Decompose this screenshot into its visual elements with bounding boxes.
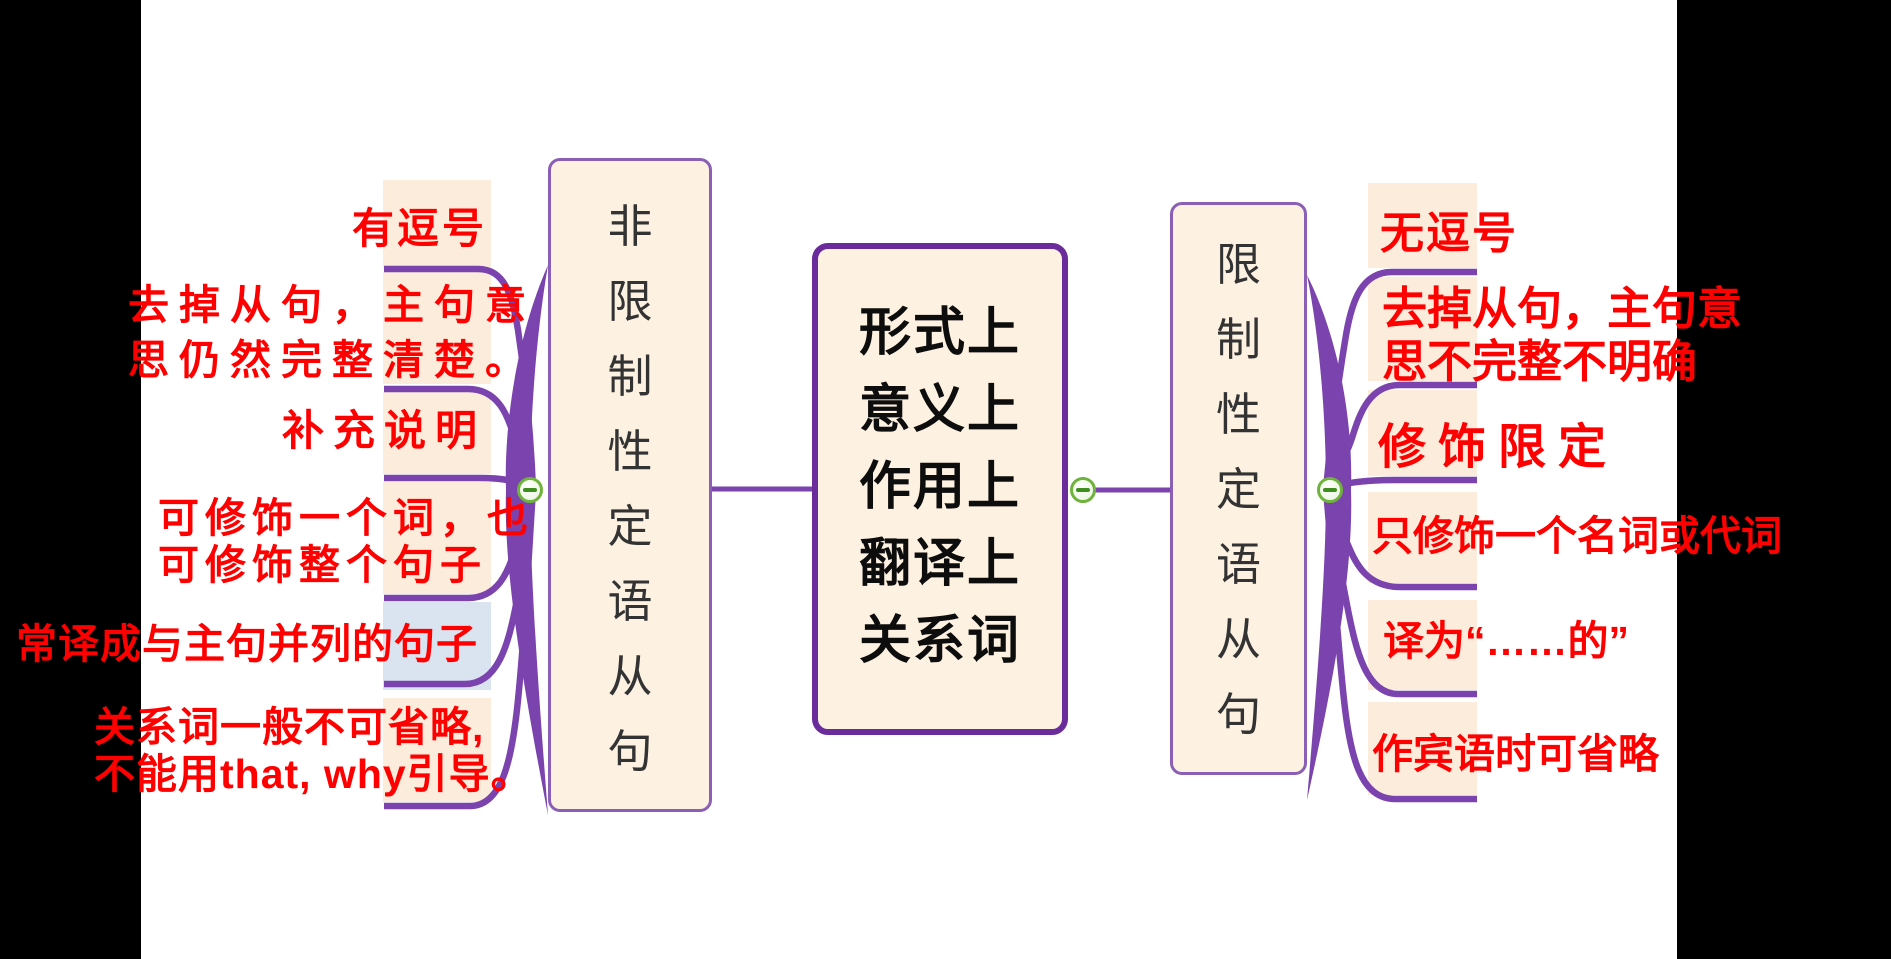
right-item-modify-noun-pronoun[interactable]: 只修饰一个名词或代词 <box>1372 513 1782 559</box>
right-strip-4 <box>1368 492 1477 583</box>
collapse-minus-icon-left[interactable] <box>517 477 543 503</box>
collapse-minus-icon-center[interactable] <box>1070 477 1096 503</box>
left-strip-1 <box>383 180 491 268</box>
right-item-translated-de[interactable]: 译为“……的” <box>1383 618 1629 664</box>
right-strip-5 <box>1368 600 1477 690</box>
right-strip-2 <box>1368 277 1477 381</box>
node-restrictive-clause[interactable]: 限 制 性 定 语 从 句 <box>1170 202 1307 775</box>
left-letterbox-bar <box>0 0 141 959</box>
right-item-object-omittable[interactable]: 作宾语时可省略 <box>1372 731 1659 777</box>
node-nonrestrictive-label: 非 限 制 性 定 语 从 句 <box>607 201 653 777</box>
right-strip-3 <box>1368 390 1477 476</box>
right-letterbox-bar <box>1677 0 1891 959</box>
left-strip-2 <box>383 272 491 384</box>
node-comparison-root[interactable]: 形式上 意义上 作用上 翻译上 关系词 <box>812 243 1068 735</box>
left-item-translated-coordinate[interactable]: 常译成与主句并列的句子 <box>16 621 478 667</box>
left-item-has-comma[interactable]: 有逗号 <box>352 205 488 252</box>
node-root-label: 形式上 意义上 作用上 翻译上 关系词 <box>858 304 1021 670</box>
right-item-modify-restrict[interactable]: 修饰限定 <box>1378 421 1619 474</box>
collapse-minus-icon-right[interactable] <box>1317 477 1343 503</box>
right-item-remove-clause[interactable]: 去掉从句，主句意 思不完整不明确 <box>1382 284 1743 387</box>
left-strip-5 <box>383 602 491 690</box>
left-strip-6 <box>383 698 491 802</box>
right-item-no-comma[interactable]: 无逗号 <box>1380 209 1518 258</box>
right-strip-1 <box>1368 183 1477 268</box>
left-item-relative-word-not-omitted[interactable]: 关系词一般不可省略, 不能用that, why引导。 <box>94 704 533 797</box>
left-item-supplementary[interactable]: 补充说明 <box>282 407 487 454</box>
left-strip-3 <box>383 392 491 474</box>
left-item-remove-clause[interactable]: 去掉从句，主句意 思仍然完整清楚。 <box>128 282 536 383</box>
node-nonrestrictive-clause[interactable]: 非 限 制 性 定 语 从 句 <box>548 158 712 812</box>
left-item-modify-word-or-sentence[interactable]: 可修饰一个词，也 可修饰整个句子 <box>158 495 534 588</box>
left-strip-4 <box>383 482 491 594</box>
node-restrictive-label: 限 制 性 定 语 从 句 <box>1215 239 1261 740</box>
right-strip-6 <box>1368 702 1477 795</box>
